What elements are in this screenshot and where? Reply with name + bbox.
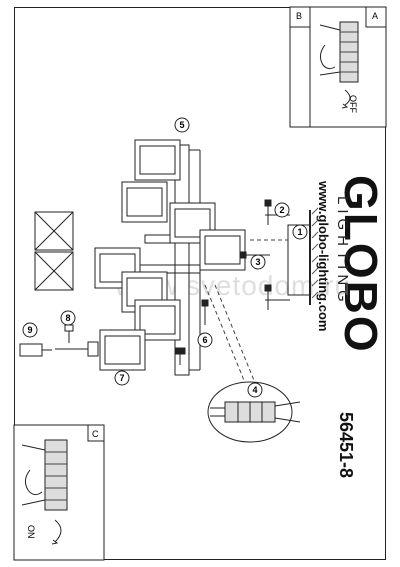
svg-text:1: 1 [297, 227, 302, 237]
step-marker-9: 9 [22, 322, 38, 338]
step-marker-4: 4 [247, 382, 263, 398]
step-marker-5: 5 [174, 117, 190, 133]
svg-text:9: 9 [27, 325, 32, 335]
inset-letter-c: C [92, 429, 99, 439]
wiring-detail [207, 381, 301, 443]
step-marker-7: 7 [114, 370, 130, 386]
warning-icons [34, 211, 74, 291]
ceiling-plate [265, 207, 319, 305]
svg-text:7: 7 [119, 373, 124, 383]
inset-letter-b: B [296, 11, 302, 21]
hardware-parts [19, 199, 272, 365]
step-marker-6: 6 [197, 332, 213, 348]
step-marker-8: 8 [60, 310, 76, 326]
svg-text:2: 2 [279, 205, 284, 215]
inset-a-b [289, 6, 387, 128]
svg-text:8: 8 [65, 313, 70, 323]
svg-text:4: 4 [252, 385, 257, 395]
step-marker-3: 3 [250, 254, 266, 270]
step-markers: 1 2 3 4 5 6 7 8 9 [22, 117, 308, 398]
switch-label-on: ON [26, 525, 36, 539]
switch-label-off: OFF [348, 95, 358, 113]
svg-text:6: 6 [202, 335, 207, 345]
svg-text:3: 3 [255, 257, 260, 267]
step-marker-2: 2 [274, 202, 290, 218]
assembly-guides [204, 239, 288, 396]
svg-text:5: 5 [179, 120, 184, 130]
inset-c [13, 424, 105, 561]
glass-shades [94, 139, 246, 371]
inset-letter-a: A [372, 11, 378, 21]
step-marker-1: 1 [292, 224, 308, 240]
